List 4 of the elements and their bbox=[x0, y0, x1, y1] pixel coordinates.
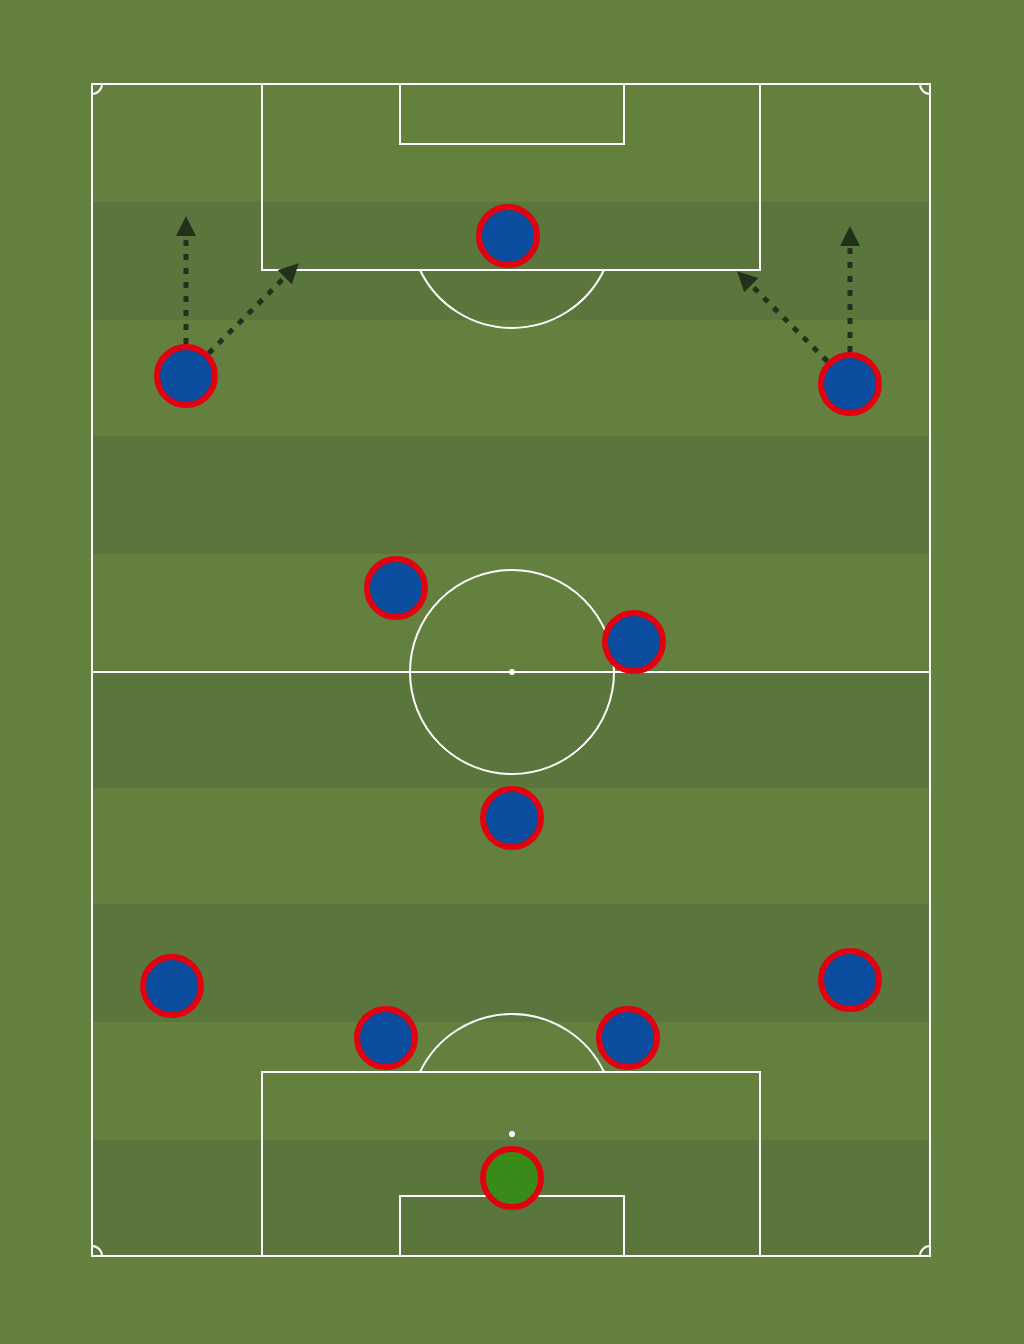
arrow bbox=[206, 263, 299, 356]
arrow bbox=[176, 216, 196, 344]
arrow bbox=[840, 226, 860, 352]
arrow bbox=[737, 271, 830, 364]
